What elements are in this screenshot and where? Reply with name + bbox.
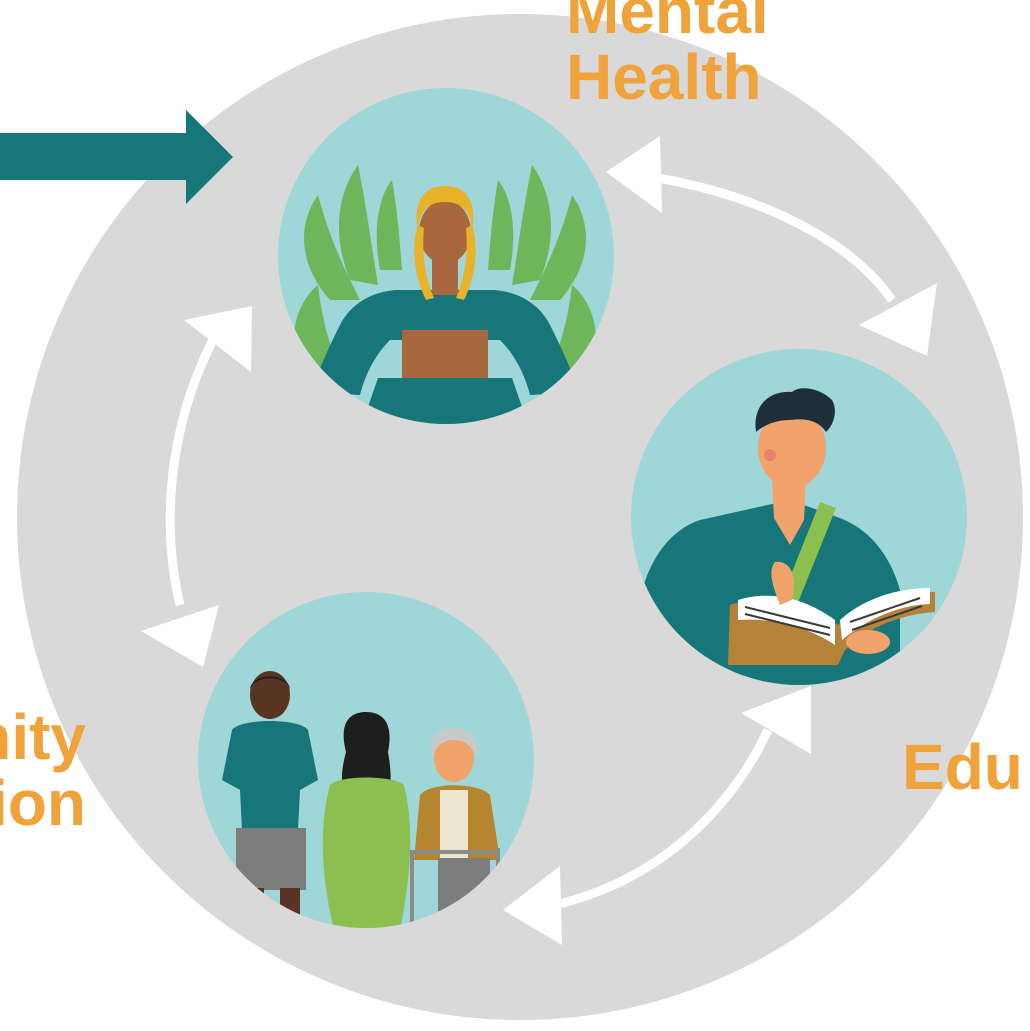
arrowhead-community-bottom bbox=[503, 866, 562, 945]
mental-health-label: Mental Health bbox=[566, 0, 769, 110]
arrowhead-education-top bbox=[859, 283, 937, 356]
education-node bbox=[631, 349, 967, 685]
mental-health-label-line-1: Mental bbox=[566, 0, 769, 47]
education-label: Edu bbox=[902, 734, 1023, 800]
community-label-line-2: ion bbox=[0, 767, 86, 839]
mental-health-label-line-2: Health bbox=[566, 41, 762, 113]
community-label-line-1: nity bbox=[0, 701, 86, 773]
community-label: nity ion bbox=[0, 704, 86, 836]
arrowhead-mental-left bbox=[184, 306, 252, 372]
entry-arrow bbox=[0, 110, 233, 204]
mental-education-arrow bbox=[651, 172, 896, 303]
arrowhead-community bbox=[141, 605, 219, 667]
community-mental-arrow bbox=[165, 329, 221, 607]
arrowhead-mental bbox=[606, 136, 662, 213]
student-with-book-icon bbox=[640, 388, 935, 685]
arrowheads bbox=[141, 136, 937, 945]
arrowhead-education-bottom bbox=[741, 686, 811, 754]
community-node bbox=[198, 592, 534, 928]
cycle-arrows bbox=[165, 172, 896, 910]
education-community-arrow bbox=[553, 728, 773, 910]
education-label-line-1: Edu bbox=[902, 731, 1023, 803]
